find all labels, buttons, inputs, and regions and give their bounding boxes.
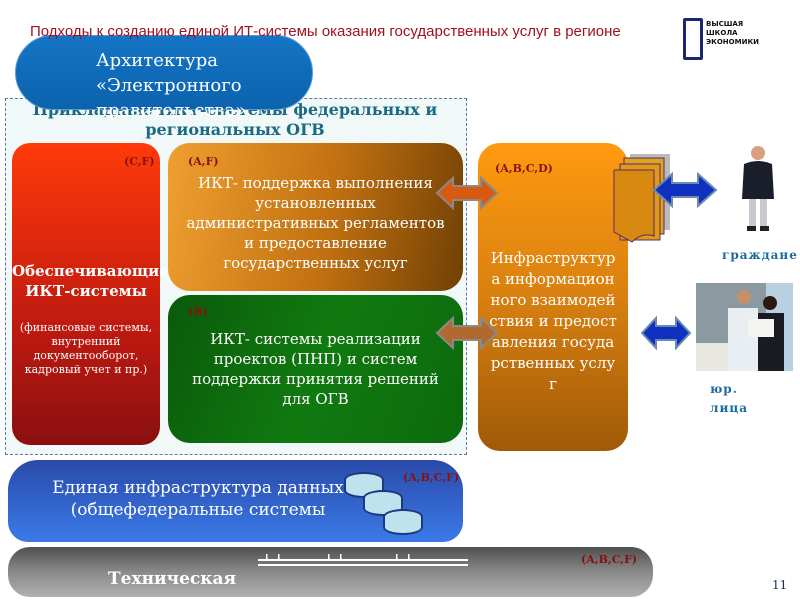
technical-infrastructure-code: (A,B,C,F)	[581, 553, 638, 566]
slide-title: Подходы к созданию единой ИТ-системы ока…	[30, 23, 621, 40]
regulations-text: ИКТ- поддержка выполнения установленных …	[186, 174, 445, 272]
regulations-code: (A,F)	[188, 155, 219, 168]
interaction-infra-text: Инфраструктура информационного взаимодей…	[489, 249, 617, 393]
regulations-box: ИКТ- поддержка выполнения установленных …	[168, 143, 463, 291]
network-bus-icon	[258, 554, 468, 566]
citizen-person-icon	[742, 146, 774, 231]
logo-text: ВЫСШАЯ ШКОЛА ЭКОНОМИКИ	[706, 20, 760, 46]
data-infrastructure-text: Единая инфраструктура данных (общефедера…	[52, 478, 344, 520]
architecture-banner: Архитектура «Электронного правительства»	[15, 35, 313, 121]
technical-infrastructure-text: Техническая	[108, 569, 237, 589]
support-systems-details: (финансовые системы, внутренний документ…	[19, 321, 153, 376]
logo-mark-icon	[683, 18, 703, 60]
technical-infrastructure-box: Техническая	[8, 547, 653, 597]
page-number: 11	[772, 578, 788, 592]
hse-logo: ВЫСШАЯ ШКОЛА ЭКОНОМИКИ	[683, 18, 760, 63]
interaction-code: (A,B,C,D)	[495, 162, 553, 175]
blue-double-arrow-icon	[640, 316, 692, 350]
projects-text: ИКТ- системы реализации проектов (ПНП) и…	[192, 330, 439, 408]
support-code: (C,F)	[124, 155, 155, 168]
support-systems-title: Обеспечивающие ИКТ-системы	[12, 262, 169, 300]
blue-double-arrow-icon	[652, 172, 718, 208]
support-systems-box: Обеспечивающие ИКТ-системы (финансовые с…	[12, 143, 169, 445]
legal-entities-label: юр. лица	[710, 382, 749, 415]
legal-entities-photo	[696, 283, 793, 371]
projects-code: (B)	[188, 305, 208, 318]
orange-double-arrow-icon	[435, 176, 499, 210]
projects-box: ИКТ- системы реализации проектов (ПНП) и…	[168, 295, 463, 443]
interaction-infra-box: Инфраструктура информационного взаимодей…	[478, 143, 628, 451]
data-infrastructure-code: (A,B,C,F)	[403, 471, 460, 484]
database-icon	[383, 509, 423, 535]
citizens-label: граждане	[722, 248, 798, 262]
orange-double-arrow-icon	[435, 316, 499, 350]
